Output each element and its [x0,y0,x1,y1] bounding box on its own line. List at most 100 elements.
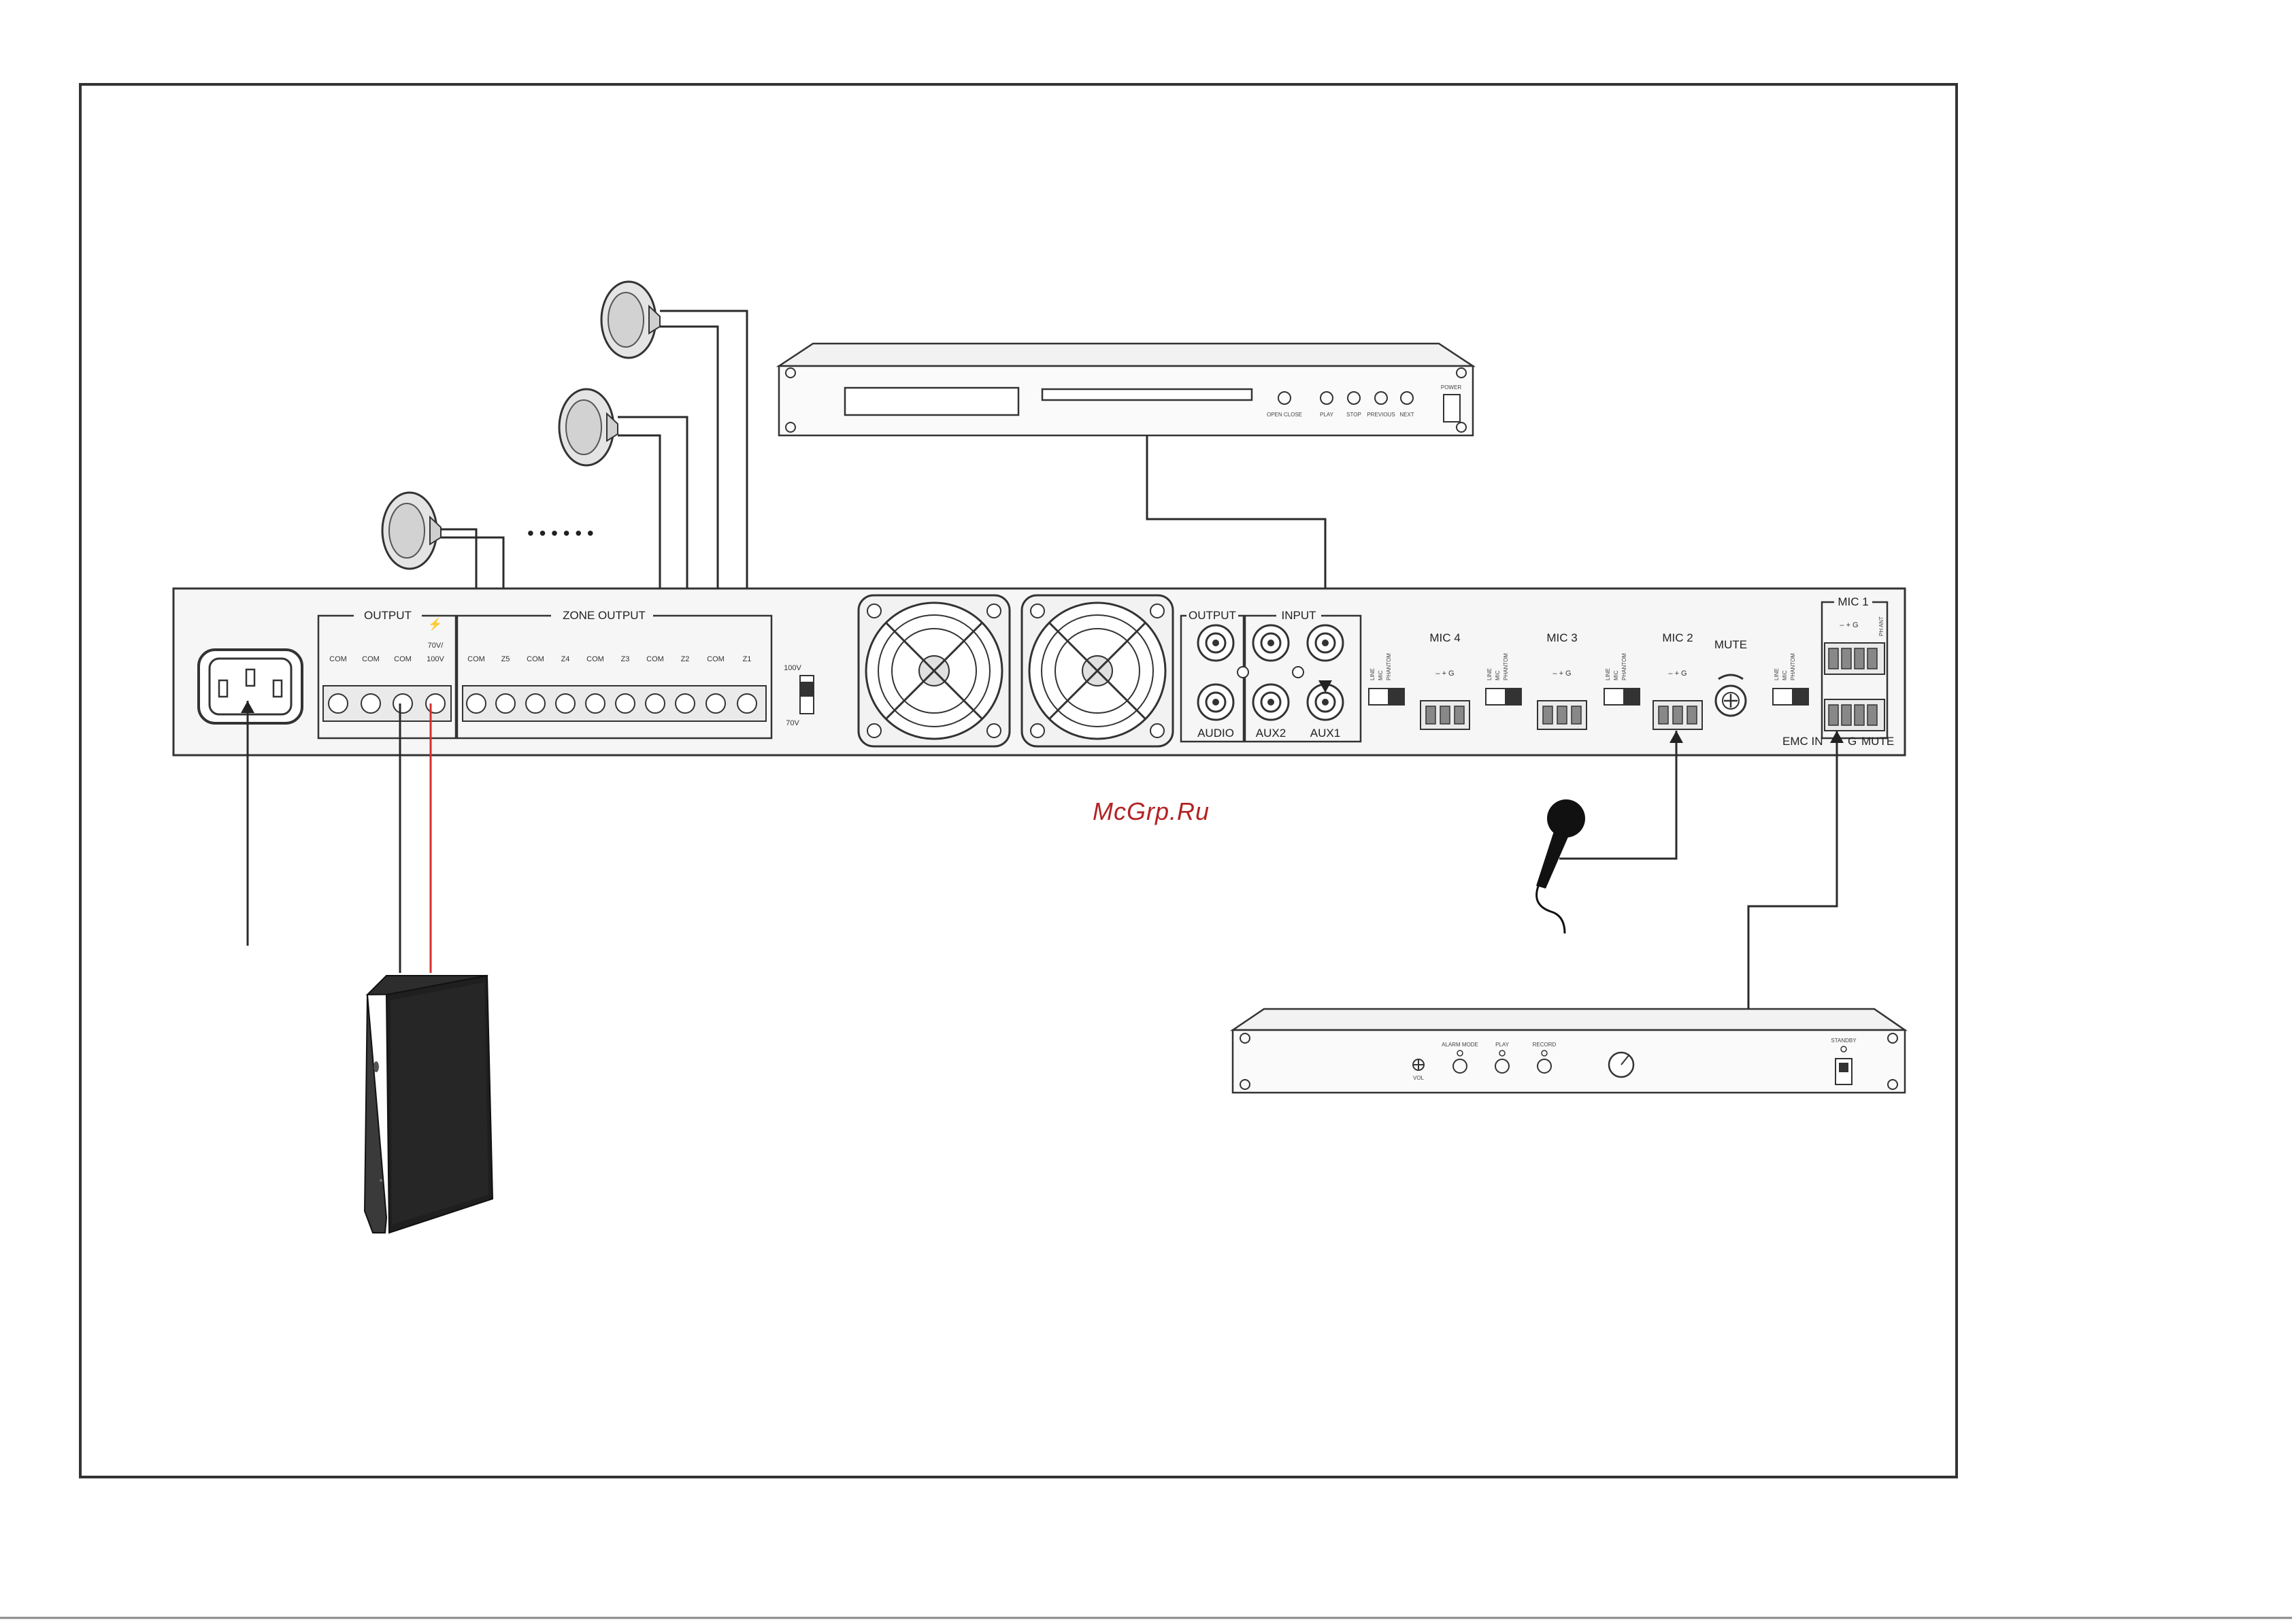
svg-text:COM: COM [362,655,380,663]
svg-text:PHANTOM: PHANTOM [1503,653,1509,680]
svg-text:RECORD: RECORD [1533,1042,1557,1048]
full-range-speaker [363,974,494,1234]
mic1-input: LINE MIC PHANTOM MIC 1 – + G PH ANT EMC … [1772,594,1894,748]
mic2-input: LINE MIC PHANTOM MIC 2 – + G [1604,631,1703,730]
paging-record-button: RECORD [1533,1042,1557,1074]
svg-text:MUTE: MUTE [1714,638,1747,651]
svg-text:OUTPUT: OUTPUT [364,609,412,622]
svg-text:70V: 70V [786,719,799,727]
watermark-text: McGrp.Ru [1093,797,1210,825]
svg-text:INPUT: INPUT [1282,609,1316,622]
svg-text:MIC: MIC [1495,670,1501,680]
paging-standby-switch: STANDBY [1831,1038,1857,1085]
cd-button-play: PLAY [1320,391,1334,418]
svg-text:MIC: MIC [1613,670,1619,680]
svg-text:– + G: – + G [1668,669,1687,678]
svg-text:100V: 100V [784,664,801,672]
cd-power-switch: POWER [1441,384,1461,422]
svg-text:LINE: LINE [1774,668,1780,680]
svg-text:COM: COM [646,655,664,663]
rca-audio-out-bottom [1197,683,1235,721]
zone-terminal-labels: COM Z5 COM Z4 COM Z3 COM Z2 COM Z1 [467,655,751,663]
svg-text:NEXT: NEXT [1399,412,1414,418]
svg-text:MIC: MIC [1378,670,1384,680]
svg-text:MIC 4: MIC 4 [1429,631,1460,644]
cooling-fan-left [857,594,1011,748]
svg-text:Z1: Z1 [743,655,752,663]
rca-aux2-top [1252,624,1290,662]
speaker-ellipsis: • • • • • • [527,523,594,544]
svg-text:OPEN CLOSE: OPEN CLOSE [1267,412,1302,418]
svg-text:– + G: – + G [1552,669,1571,678]
svg-text:COM: COM [394,655,412,663]
svg-text:MIC 2: MIC 2 [1662,631,1693,644]
paging-unit: VOL ALARM MODE PLAY RECORD STANDBY [1229,1008,1908,1094]
svg-text:Z3: Z3 [621,655,630,663]
svg-text:COM: COM [527,655,544,663]
voltage-selector-switch: 100V 70V [784,664,814,727]
handheld-microphone [1535,731,1683,934]
svg-text:PLAY: PLAY [1320,412,1334,418]
rca-audio-out-top [1197,624,1235,662]
paging-alarm-mode-button: ALARM MODE [1442,1042,1478,1074]
svg-text:COM: COM [329,655,347,663]
paging-to-mic1-cable [1747,731,1838,1009]
svg-text:PHANTOM: PHANTOM [1621,653,1627,680]
ceiling-speaker-2 [558,388,688,680]
svg-text:– + G: – + G [1840,621,1858,629]
svg-text:MIC 3: MIC 3 [1546,631,1577,644]
mute-knob: MUTE [1714,638,1747,717]
svg-text:COM: COM [467,655,485,663]
paging-play-button: PLAY [1495,1042,1510,1074]
amplifier-rear-panel: OUTPUT 70V/ ⚡ COM COM COM 100V ZONE OUTP… [172,587,1906,946]
svg-text:Z2: Z2 [681,655,690,663]
svg-text:LINE: LINE [1605,668,1611,680]
rca-aux2-bottom [1252,683,1290,721]
svg-text:G: G [1848,735,1857,748]
svg-text:⚡: ⚡ [428,617,442,631]
svg-text:LINE: LINE [1487,668,1493,680]
paging-vol-knob: VOL [1412,1059,1425,1081]
power-inlet [197,648,303,946]
svg-text:70V/: 70V/ [428,642,444,650]
cooling-fan-right [1020,594,1174,748]
cd-button-next: NEXT [1399,391,1414,418]
cd-display [844,386,1020,416]
svg-text:AUX1: AUX1 [1310,727,1340,740]
cd-button-stop: STOP [1346,391,1361,418]
svg-text:MUTE: MUTE [1861,735,1894,748]
diagram-frame [79,83,1958,1478]
svg-text:AUDIO: AUDIO [1197,727,1234,740]
cd-button-open: OPEN CLOSE [1267,391,1302,418]
svg-text:ZONE OUTPUT: ZONE OUTPUT [563,609,646,622]
cd-player: OPEN CLOSE PLAY STOP PREVIOUS NEXT POWER [776,342,1476,694]
svg-text:PLAY: PLAY [1495,1042,1510,1048]
ceiling-speaker-1 [600,280,748,680]
svg-text:PHANTOM: PHANTOM [1790,653,1796,680]
svg-text:STOP: STOP [1346,412,1361,418]
svg-text:VOL: VOL [1413,1075,1425,1081]
svg-text:PREVIOUS: PREVIOUS [1367,412,1395,418]
cd-button-previous: PREVIOUS [1367,391,1395,418]
svg-text:AUX2: AUX2 [1256,727,1286,740]
svg-text:MIC: MIC [1782,670,1788,680]
svg-text:OUTPUT: OUTPUT [1189,609,1236,622]
zone-output-block: ZONE OUTPUT COM Z5 COM Z4 COM Z3 COM Z2 … [456,608,773,740]
svg-text:PHANTOM: PHANTOM [1386,653,1392,680]
rca-io-section: OUTPUT INPUT [1180,608,1362,743]
svg-text:MIC 1: MIC 1 [1838,595,1868,608]
paging-selector-knob [1608,1051,1635,1078]
svg-text:Z4: Z4 [561,655,570,663]
svg-text:ALARM MODE: ALARM MODE [1442,1042,1478,1048]
svg-text:POWER: POWER [1441,384,1461,391]
svg-text:COM: COM [586,655,604,663]
svg-text:EMC IN: EMC IN [1782,735,1823,748]
cd-disc-slot [1041,388,1253,401]
svg-text:100V: 100V [427,655,444,663]
svg-text:Z5: Z5 [501,655,510,663]
svg-text:– + G: – + G [1435,669,1454,678]
mic3-input: LINE MIC PHANTOM MIC 3 – + G [1485,631,1587,730]
svg-text:LINE: LINE [1369,668,1376,680]
rca-aux1-top [1306,624,1344,662]
